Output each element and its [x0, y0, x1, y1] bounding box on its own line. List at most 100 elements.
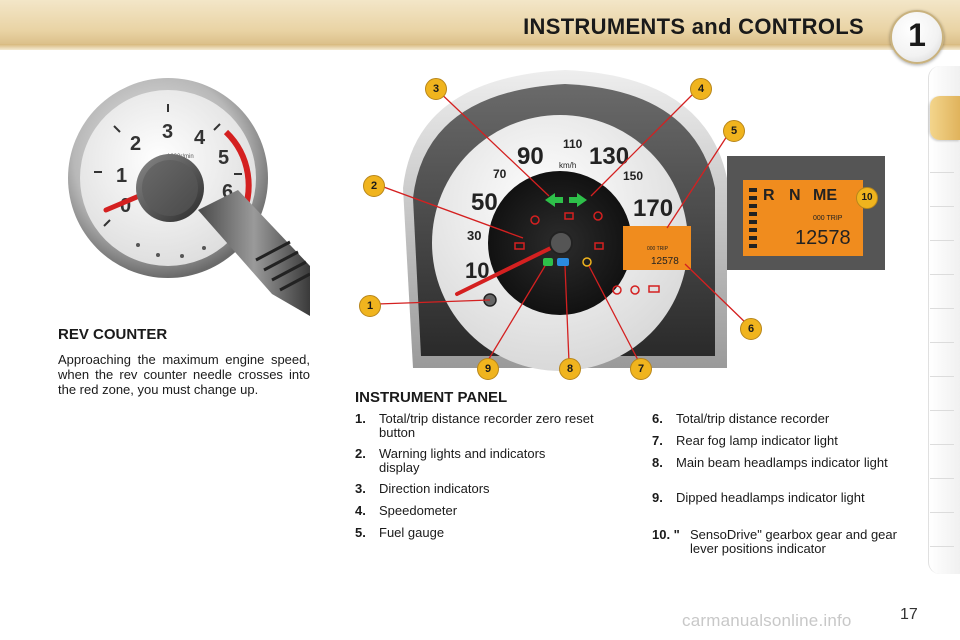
list-item-number: 2.: [355, 446, 366, 461]
stalk-grip: [255, 240, 310, 292]
list-item-text: Total/trip distance recorder: [676, 411, 830, 426]
list-item: 10. " SensoDrive" gearbox gear and gear …: [652, 528, 922, 558]
speedometer-needle: [455, 241, 563, 296]
side-tab-divider: [930, 240, 954, 241]
callout-badge: 3: [425, 78, 447, 100]
side-tab-divider: [930, 478, 954, 479]
instrument-panel-illustration: 10 30 50 70 90 110 130 150 170 km/h 000 …: [376, 70, 885, 371]
list-item-number: 4.: [355, 503, 366, 518]
list-item-number: 10. ": [652, 527, 680, 542]
header-divider: [0, 44, 960, 50]
side-tab-divider: [930, 206, 954, 207]
main-beam-icon: [557, 258, 569, 266]
side-tab-divider: [930, 512, 954, 513]
rear-fog-icon: [582, 257, 592, 267]
list-item: 7. Rear fog lamp indicator light: [652, 434, 922, 450]
list-item-number: 6.: [652, 411, 663, 426]
list-item: 9. Dipped headlamps indicator light: [652, 491, 922, 507]
dial-lcd-trip: 000 TRIP: [647, 246, 669, 252]
list-item-number: 9.: [652, 490, 663, 505]
list-item: 6. Total/trip distance recorder: [652, 412, 922, 428]
side-tab-divider: [930, 342, 954, 343]
rev-dial-number: 5: [218, 147, 229, 169]
page-title: INSTRUMENTS and CONTROLS: [523, 14, 864, 39]
list-item: 4. Speedometer: [355, 504, 615, 520]
dial-lcd-odometer: 12578: [651, 256, 679, 267]
callout-badge: 6: [740, 318, 762, 340]
right-indicator-icon: [569, 193, 587, 207]
callout-badge: 5: [723, 120, 745, 142]
callout-badge: 1: [359, 295, 381, 317]
side-tab-divider: [930, 308, 954, 309]
speed-label: 170: [633, 195, 673, 222]
side-tab-divider: [930, 274, 954, 275]
rev-control-stalk: [198, 190, 310, 316]
rev-counter-illustration: 0 1 2 3 4 5 6 x1000r/min: [68, 78, 310, 316]
dial-lcd-display: [623, 226, 691, 270]
list-item: 8. Main beam headlamps indicator light: [652, 456, 922, 486]
speed-label: 130: [589, 143, 629, 170]
callout-badge: 9: [477, 358, 499, 380]
rev-dial-number: 2: [130, 133, 141, 155]
list-item: 1. Total/trip distance recorder zero res…: [355, 412, 615, 442]
instrument-panel-heading: INSTRUMENT PANEL: [355, 389, 508, 406]
rev-ticks: [94, 104, 242, 227]
lcd-zoom-display: [743, 180, 863, 256]
rev-counter-heading: REV COUNTER: [58, 326, 168, 343]
callout-badge: 4: [690, 78, 712, 100]
warning-lights-display: [514, 211, 604, 250]
rev-knob-inner: [142, 160, 198, 216]
lcd-trip-label: 000 TRIP: [813, 215, 843, 222]
speed-label: 70: [493, 167, 507, 181]
speed-label: 50: [471, 189, 498, 216]
rev-dots: [136, 243, 206, 258]
list-item-number: 7.: [652, 433, 663, 448]
callout-badge: 2: [363, 175, 385, 197]
page-header: INSTRUMENTS and CONTROLS 1: [0, 0, 960, 64]
speed-label: 150: [623, 169, 643, 183]
list-item: 5. Fuel gauge: [355, 526, 615, 542]
list-item-number: 8.: [652, 455, 663, 470]
callout-badge: 10: [856, 187, 878, 209]
callout-leaders: [376, 87, 750, 363]
lcd-gear-letter: R: [763, 187, 775, 204]
list-item-text: Direction indicators: [379, 481, 490, 496]
callout-badge: 8: [559, 358, 581, 380]
list-item-text: Speedometer: [379, 503, 458, 518]
speed-label: 110: [563, 137, 583, 151]
list-item-text: Main beam headlamps indicator light: [676, 455, 888, 470]
list-item: 3. Direction indicators: [355, 482, 615, 498]
rev-counter-description: Approaching the maximum engine speed, wh…: [58, 352, 310, 397]
list-item-number: 1.: [355, 411, 366, 426]
callout-badge: 7: [630, 358, 652, 380]
list-item-number: 5.: [355, 525, 366, 540]
rev-dial-number: 3: [162, 121, 173, 143]
list-item-text: Dipped headlamps indicator light: [676, 490, 865, 505]
side-tab-divider: [930, 444, 954, 445]
list-item-text: Total/trip distance recorder zero reset …: [379, 411, 594, 440]
speed-unit: km/h: [559, 161, 576, 170]
list-item-number: 3.: [355, 481, 366, 496]
chapter-number: 1: [908, 17, 926, 53]
left-indicator-icon: [545, 193, 563, 207]
header-band: [0, 0, 960, 44]
watermark: carmanualsonline.info: [682, 611, 852, 630]
side-tab-divider: [930, 376, 954, 377]
side-tab-divider: [930, 172, 954, 173]
side-tab-strip: [928, 66, 960, 574]
speed-label: 90: [517, 143, 544, 170]
rev-dial-number: 1: [116, 165, 127, 187]
rev-dial-number: 0: [120, 195, 131, 217]
lcd-odometer: 12578: [795, 227, 851, 249]
lcd-gear-letter: ME: [813, 187, 837, 204]
side-tab-divider: [930, 410, 954, 411]
list-item-text: Warning lights and indicators display: [379, 446, 546, 475]
list-item-text: Fuel gauge: [379, 525, 445, 540]
lcd-gear-letter: N: [789, 187, 801, 204]
side-tab-active[interactable]: [930, 96, 960, 140]
fuel-gauge-bars: [749, 188, 757, 248]
list-item-text: SensoDrive" gearbox gear and gear lever …: [690, 527, 897, 556]
list-item-text: Rear fog lamp indicator light: [676, 433, 838, 448]
lower-warning-lights: [612, 285, 660, 295]
rev-dial-number: 6: [222, 181, 233, 203]
